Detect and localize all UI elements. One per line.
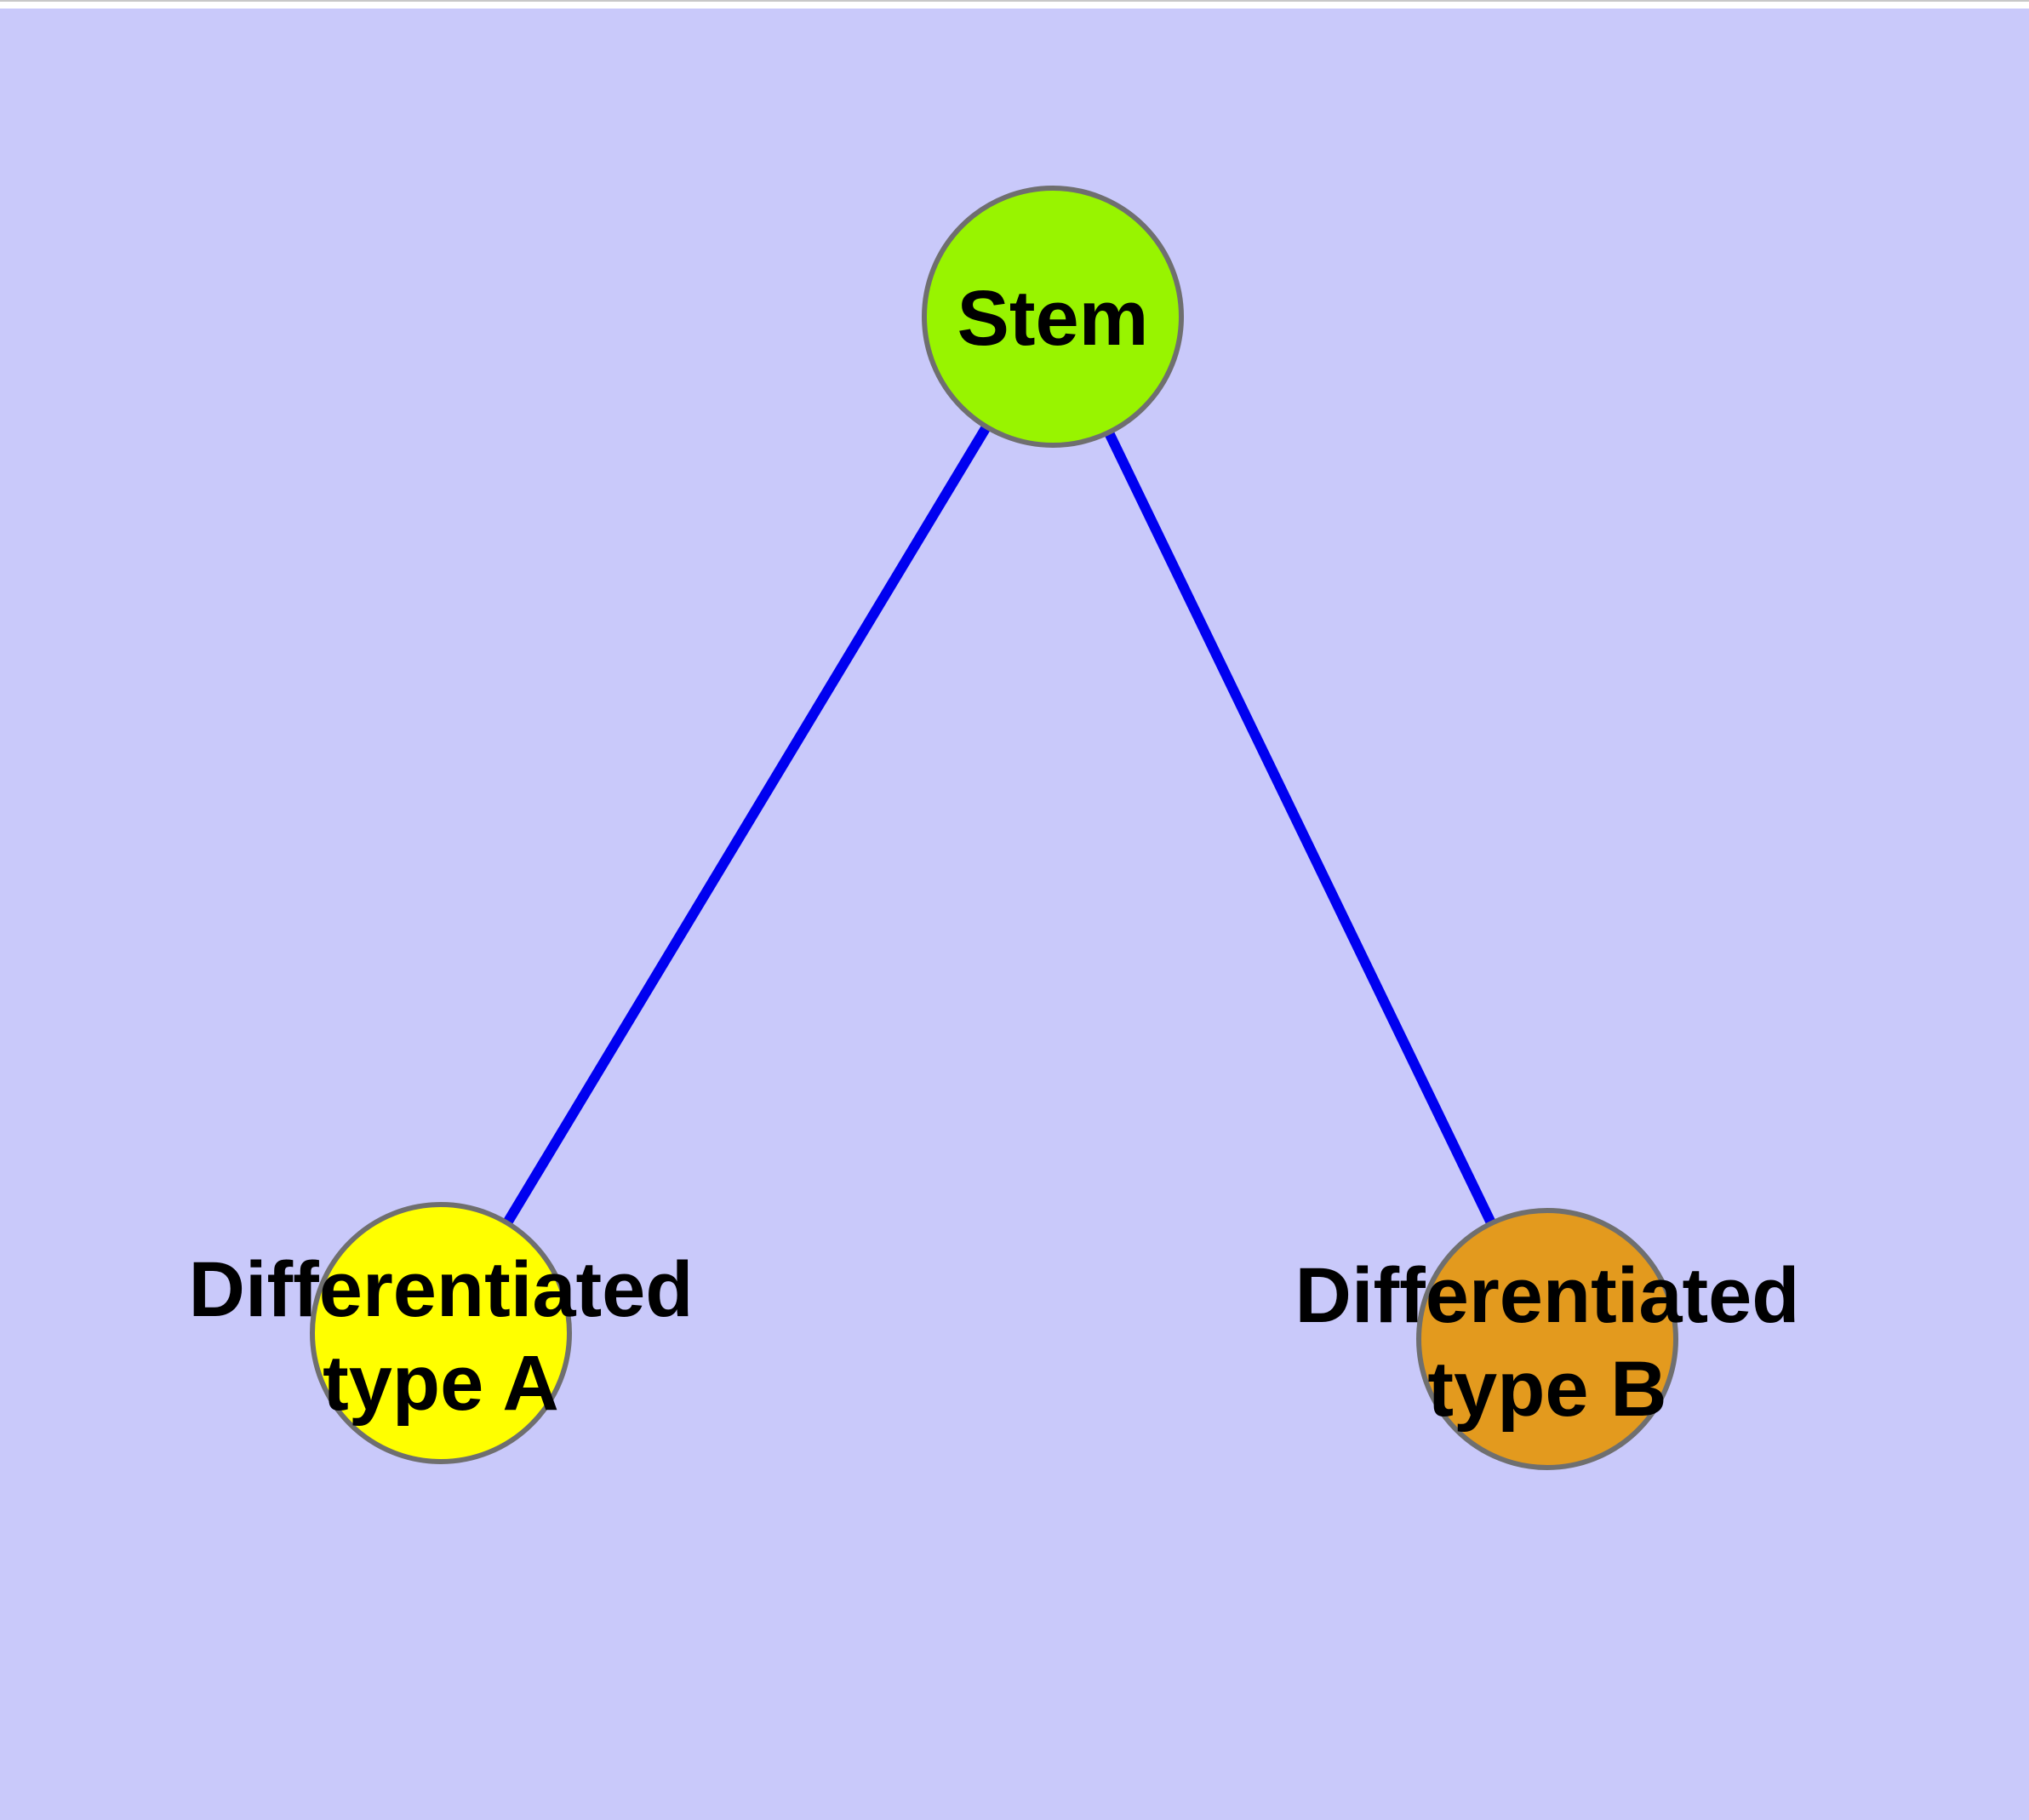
node-type-a-label-line-2: type A xyxy=(323,1340,559,1427)
node-differentiated-type-a xyxy=(310,1202,572,1464)
node-differentiated-type-b xyxy=(1416,1208,1678,1470)
top-strip xyxy=(0,0,2029,9)
node-type-b-label-line-1: Differentiated xyxy=(1295,1252,1800,1339)
edge-stem-to-type-b xyxy=(1048,314,1552,1342)
edge-stem-to-type-a xyxy=(436,313,1058,1336)
node-type-b-label-line-2: type B xyxy=(1427,1346,1666,1433)
node-type-a-label-line-1: Differentiated xyxy=(189,1246,694,1333)
top-strip-border xyxy=(0,0,2029,2)
node-stem xyxy=(922,186,1184,448)
node-stem-label: Stem xyxy=(957,275,1149,362)
